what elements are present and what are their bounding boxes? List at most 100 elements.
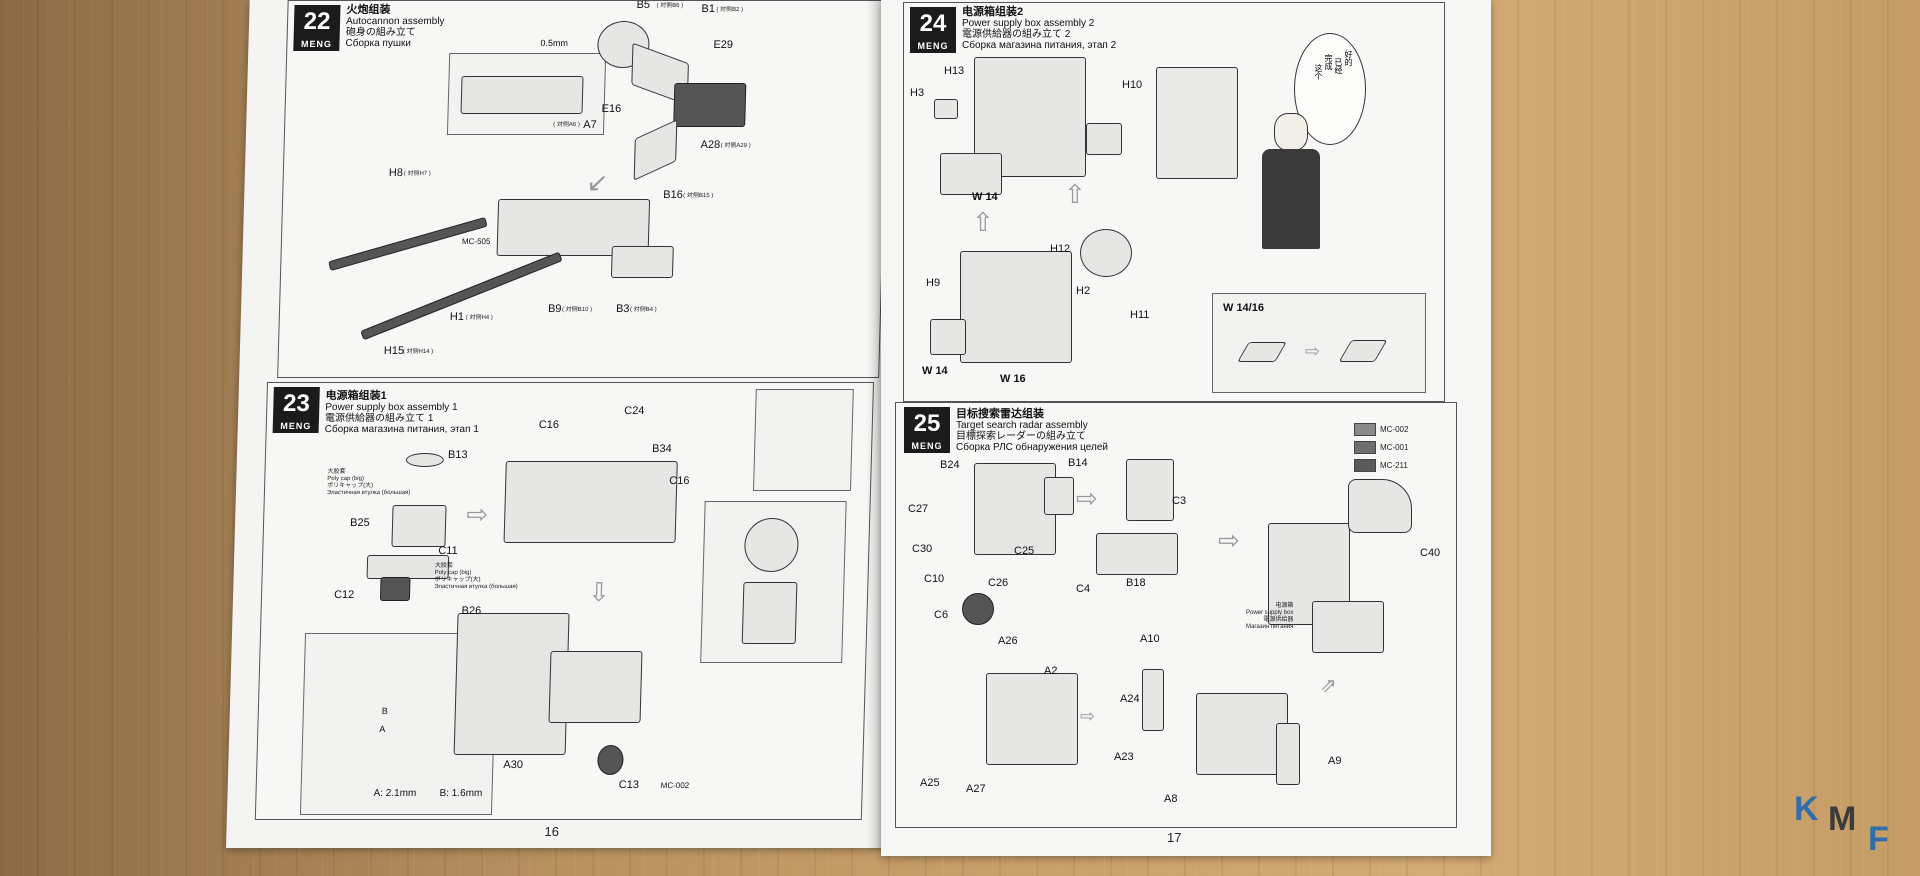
part-c13 [597, 745, 624, 775]
label-c24: C24 [624, 405, 645, 417]
label-a9: A9 [1328, 755, 1342, 767]
step-number-23: 23 MENG [272, 387, 320, 433]
swatch [1354, 423, 1376, 436]
label-c12: C12 [333, 589, 355, 601]
label-h1-opp: ( 対侧H4 ) [465, 315, 493, 321]
label-h15-opp: ( 対侧H14 ) [402, 349, 434, 355]
decal-before [1237, 342, 1287, 362]
watermark-m: M [1828, 800, 1857, 838]
label-b16-opp: ( 対侧B15 ) [683, 193, 714, 199]
label-c25: C25 [1014, 545, 1035, 557]
detail-plate [741, 582, 798, 644]
assembly-arrow: ⇨ [1305, 341, 1321, 361]
label-b9-opp: ( 対侧B10 ) [561, 307, 593, 313]
label-e16: E16 [601, 103, 622, 115]
tank-illustration [1156, 67, 1238, 179]
part-h2 [1080, 229, 1132, 277]
radar-base-assembly [1196, 693, 1288, 775]
speech-line-2: 已经 [1334, 58, 1343, 74]
paint-chip-mc211: MC-211 [1354, 459, 1408, 472]
paint-code-mc002: MC-002 [660, 781, 690, 790]
assembly-arrow: ⇩ [587, 577, 611, 607]
label-b25: B25 [349, 517, 370, 529]
part-a2-box [986, 673, 1078, 765]
step-number-25: 25 MENG [904, 407, 950, 453]
label-c16b: C16 [669, 475, 690, 487]
step-24-title: 电源箱组装2 Power supply box assembly 2 電源供給器… [962, 6, 1117, 52]
label-w16: W 16 [1000, 373, 1026, 385]
meng-logo: MENG [911, 441, 943, 451]
part-h9-plate [960, 251, 1072, 363]
instruction-page-16: 22 MENG 火炮组装 Autocannon assembly 砲身の組み立て… [226, 0, 905, 848]
instruction-page-17: 24 MENG 电源箱组装2 Power supply box assembly… [881, 0, 1491, 856]
label-h1: H1 [449, 311, 465, 323]
label-h8: H8 [388, 167, 404, 179]
step-23-panel: 23 MENG 电源箱组装1 Power supply box assembly… [254, 382, 875, 820]
paint-code: MC-211 [1380, 461, 1408, 470]
step-25-title: 目标搜索雷达组装 Target search radar assembly 目標… [956, 408, 1108, 454]
detail-disc [743, 518, 800, 572]
label-a23: A23 [1114, 751, 1134, 763]
label-h11: H11 [1130, 309, 1150, 321]
radar-mount-b24 [974, 463, 1056, 555]
inset-point-b: B [381, 706, 388, 716]
part-a10 [1142, 669, 1164, 731]
label-b24: B24 [940, 459, 960, 471]
step-22-panel: 22 MENG 火炮组装 Autocannon assembly 砲身の組み立て… [277, 0, 890, 378]
label-a7: A7 [583, 119, 597, 131]
watermark-f: F [1868, 820, 1889, 858]
power-supply-box-callout: 电源箱 Power supply box 電源供給器 Магазин питан… [1246, 603, 1294, 630]
label-a8: A8 [1164, 793, 1178, 805]
part-h3 [934, 99, 958, 119]
gun-mantlet [673, 83, 747, 127]
label-b13: B13 [447, 449, 468, 461]
operator-body [1262, 149, 1320, 249]
label-c40: C40 [1420, 547, 1441, 559]
inset-paint-label: W 14/16 [1223, 302, 1264, 314]
label-c13: C13 [618, 779, 640, 791]
part-a9 [1276, 723, 1300, 785]
part-b25 [391, 505, 447, 547]
radar-stage1 [1126, 459, 1174, 521]
operator-head [1274, 113, 1308, 151]
label-b5-opp: ( 対侧B6 ) [656, 3, 684, 9]
label-e29: E29 [713, 39, 734, 51]
kmf-watermark-logo: K M F [1788, 790, 1908, 866]
label-b34: B34 [651, 443, 672, 455]
paint-code: MC-002 [1380, 425, 1409, 434]
barrel-h1 [360, 251, 563, 341]
paint-code-mc505: MC-505 [461, 237, 491, 246]
detail-inset-24: W 14/16 ⇨ [1212, 293, 1426, 393]
paint-chip-mc001: MC-001 [1354, 441, 1408, 454]
assembly-arrow: ⇨ [465, 499, 489, 529]
power-box-stage1 [503, 461, 678, 543]
assembly-arrow: ⇨ [1080, 706, 1096, 726]
inset-point-a: A [379, 724, 386, 734]
part-a7 [633, 119, 678, 181]
step-22-title: 火炮组装 Autocannon assembly 砲身の組み立て Сборка … [345, 4, 445, 49]
step-number-22: 22 MENG [293, 5, 341, 51]
meng-logo: MENG [917, 41, 949, 51]
label-b1-opp: ( 対侧B2 ) [716, 7, 744, 13]
label-b9: B9 [547, 303, 562, 315]
side-panels [940, 153, 1002, 195]
label-a24: A24 [1120, 693, 1140, 705]
label-a26: A26 [998, 635, 1018, 647]
power-box-body [548, 651, 643, 723]
watermark-k: K [1794, 790, 1819, 828]
inset-dim-a: A: 2.1mm [373, 788, 417, 799]
page-number-16: 16 [544, 824, 560, 839]
label-c16a: C16 [538, 419, 560, 431]
label-w14-a: W 14 [972, 191, 998, 203]
page-number-17: 17 [1167, 830, 1182, 845]
label-b18: B18 [1126, 577, 1146, 589]
label-w14-b: W 14 [922, 365, 948, 377]
label-h9: H9 [926, 277, 941, 289]
label-a25: A25 [920, 777, 940, 789]
step-number-24: 24 MENG [910, 7, 956, 53]
part-b18 [1096, 533, 1178, 575]
part-c12 [379, 577, 411, 601]
cannon-mount-detail [460, 76, 584, 114]
label-c26: C26 [988, 577, 1009, 589]
label-b16: B16 [663, 189, 683, 201]
